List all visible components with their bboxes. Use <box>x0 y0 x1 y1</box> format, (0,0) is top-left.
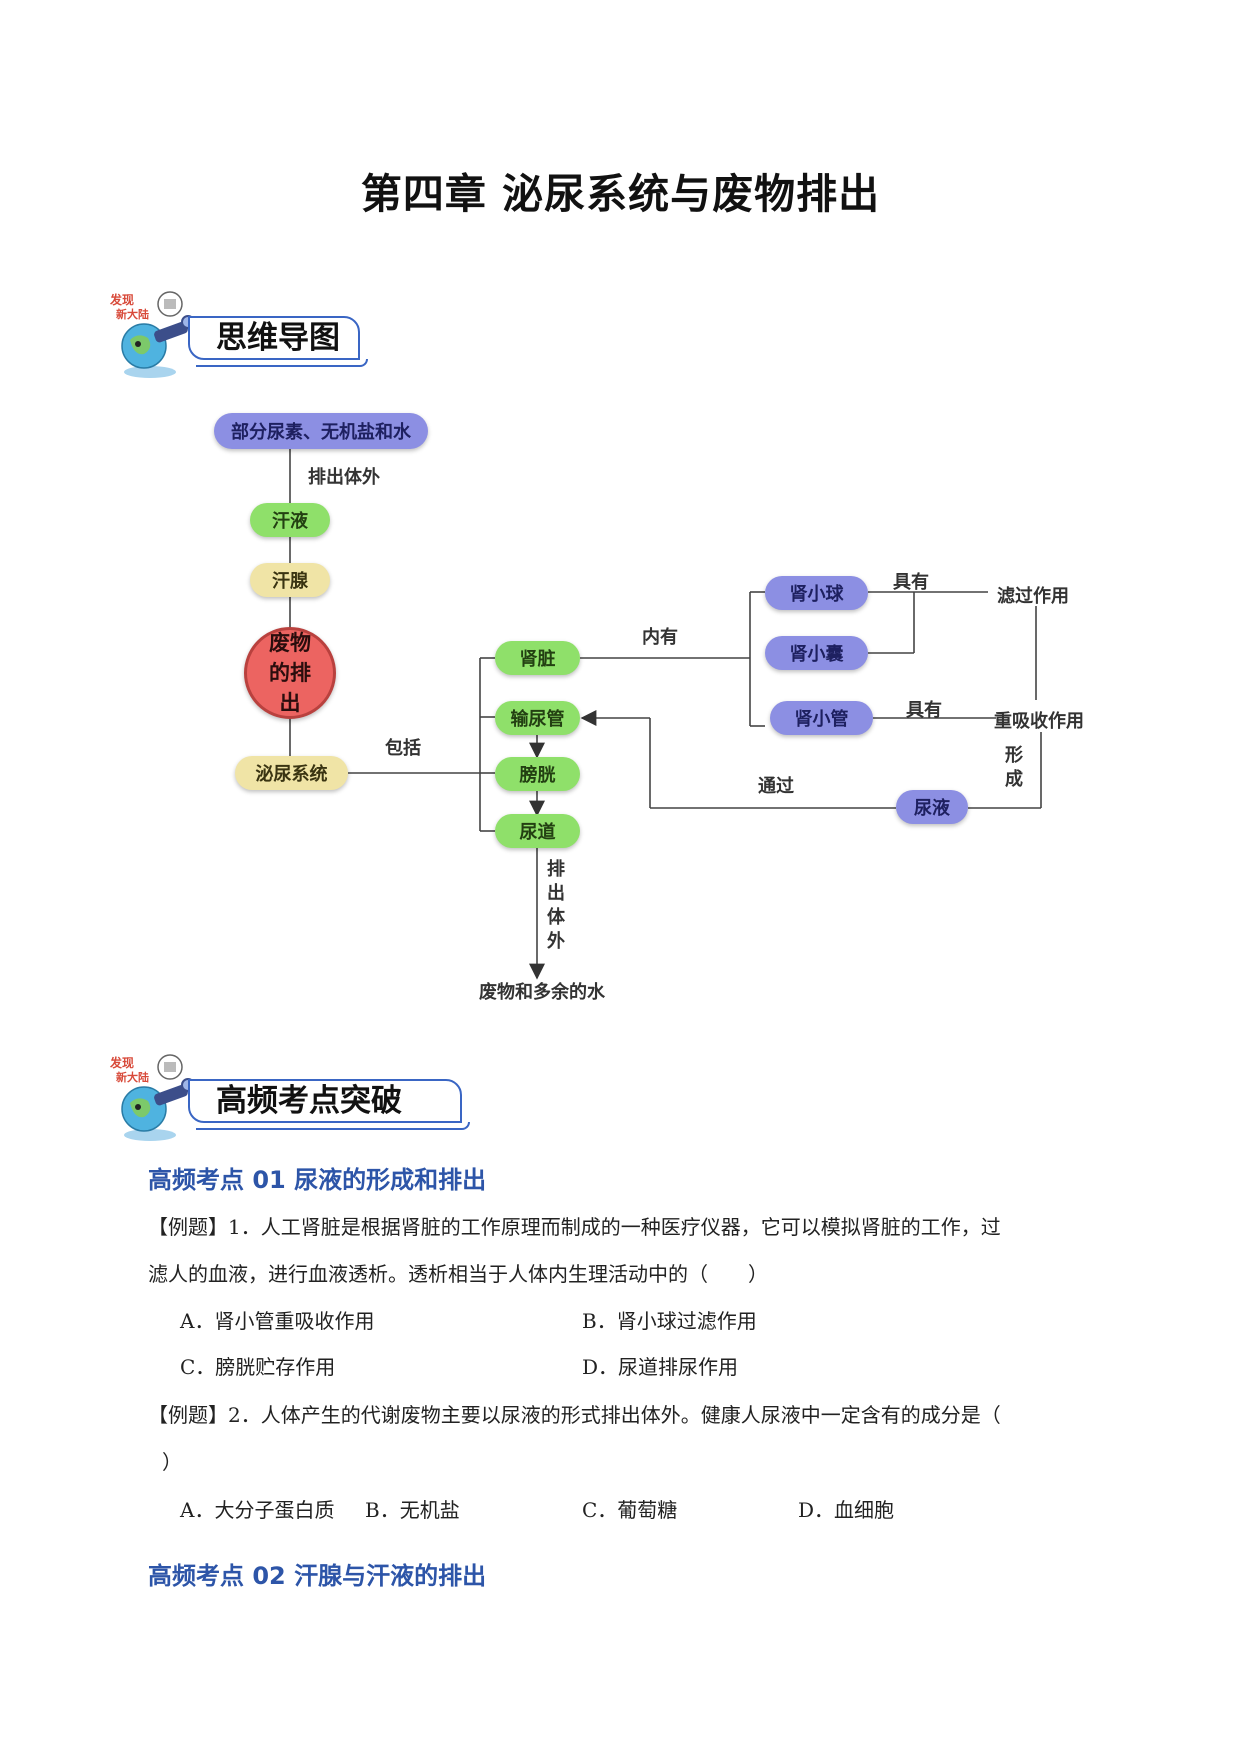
question-2-option-b: B．无机盐 <box>365 1498 460 1522</box>
label-contains: 内有 <box>642 627 678 648</box>
label-through: 通过 <box>758 776 794 797</box>
question-2-line-2: ） <box>162 1450 182 1474</box>
label-include: 包括 <box>385 738 421 759</box>
keypoint-1-title: 高频考点 01 尿液的形成和排出 <box>148 1166 487 1194</box>
mascot-icon: 发现 新大陆 <box>109 291 195 378</box>
keypoint-2-title: 高频考点 02 汗腺与汗液的排出 <box>148 1562 487 1590</box>
svg-text:发现: 发现 <box>109 292 134 307</box>
node-urine: 尿液 <box>896 790 968 824</box>
label-has-2: 具有 <box>906 700 942 721</box>
svg-text:新大陆: 新大陆 <box>116 1070 149 1084</box>
node-waste: 废物和多余的水 <box>479 982 605 1003</box>
question-1-line-2: 滤人的血液，进行血液透析。透析相当于人体内生理活动中的（ ） <box>148 1262 768 1286</box>
mindmap-section-title: 思维导图 <box>188 316 368 367</box>
label-form: 形成 <box>1005 745 1023 790</box>
label-excrete-2: 排出体外 <box>547 859 565 952</box>
node-kidney: 肾脏 <box>495 641 580 675</box>
node-sweat: 汗液 <box>250 503 330 537</box>
node-sweat-gland: 汗腺 <box>250 563 330 597</box>
node-center: 废物的排出 <box>244 627 336 719</box>
question-1-line-1: 【例题】1．人工肾脏是根据肾脏的工作原理而制成的一种医疗仪器，它可以模拟肾脏的工… <box>148 1215 1001 1239</box>
svg-text:新大陆: 新大陆 <box>116 307 149 321</box>
node-ureter: 输尿管 <box>495 701 580 735</box>
label-has-1: 具有 <box>893 572 929 593</box>
question-2-option-c: C．葡萄糖 <box>582 1498 678 1522</box>
highfreq-section-title: 高频考点突破 <box>188 1079 470 1130</box>
node-urinary: 泌尿系统 <box>235 756 348 790</box>
question-2-line-1: 【例题】2．人体产生的代谢废物主要以尿液的形式排出体外。健康人尿液中一定含有的成… <box>148 1403 1001 1427</box>
node-capsule: 肾小囊 <box>765 636 868 670</box>
label-filtration: 滤过作用 <box>997 586 1069 607</box>
node-top: 部分尿素、无机盐和水 <box>214 413 428 449</box>
node-urethra: 尿道 <box>495 814 580 848</box>
node-glomerulus: 肾小球 <box>765 576 868 610</box>
node-bladder: 膀胱 <box>495 757 580 791</box>
label-excrete-1: 排出体外 <box>308 467 380 488</box>
svg-text:发现: 发现 <box>109 1055 134 1070</box>
question-1-option-a: A．肾小管重吸收作用 <box>180 1309 375 1333</box>
question-1-option-b: B．肾小球过滤作用 <box>582 1309 757 1333</box>
question-2-option-a: A．大分子蛋白质 <box>180 1498 335 1522</box>
question-2-option-d: D．血细胞 <box>798 1498 895 1522</box>
question-1-option-c: C．膀胱贮存作用 <box>180 1355 336 1379</box>
page-title: 第四章 泌尿系统与废物排出 <box>360 170 881 218</box>
question-1-option-d: D．尿道排尿作用 <box>582 1355 739 1379</box>
label-reabsorption: 重吸收作用 <box>994 711 1084 732</box>
node-tubule: 肾小管 <box>770 701 873 735</box>
